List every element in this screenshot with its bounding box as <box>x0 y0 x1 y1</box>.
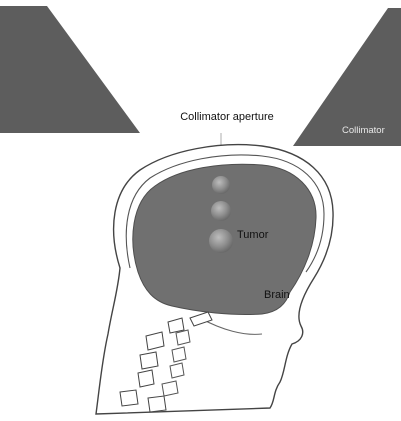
tumor-label: Tumor <box>237 229 269 241</box>
vertebra-6 <box>120 390 138 406</box>
collimator-aperture-label: Collimator aperture <box>180 111 274 123</box>
airway-cartilage-3 <box>170 363 184 378</box>
tumor-sphere-top <box>212 176 230 194</box>
airway-cartilage-2 <box>172 347 186 362</box>
vertebra-7 <box>148 396 166 412</box>
tumor-sphere-middle <box>211 201 231 221</box>
brain-label: Brain <box>264 289 290 301</box>
vertebra-4 <box>140 352 158 369</box>
airway-cartilage-4 <box>162 381 178 396</box>
collimator-left-block <box>0 6 140 133</box>
collimator-label: Collimator <box>342 125 385 136</box>
airway-cartilage-1 <box>176 330 190 345</box>
tumor-sphere-bottom <box>209 229 233 253</box>
vertebra-5 <box>138 370 154 387</box>
